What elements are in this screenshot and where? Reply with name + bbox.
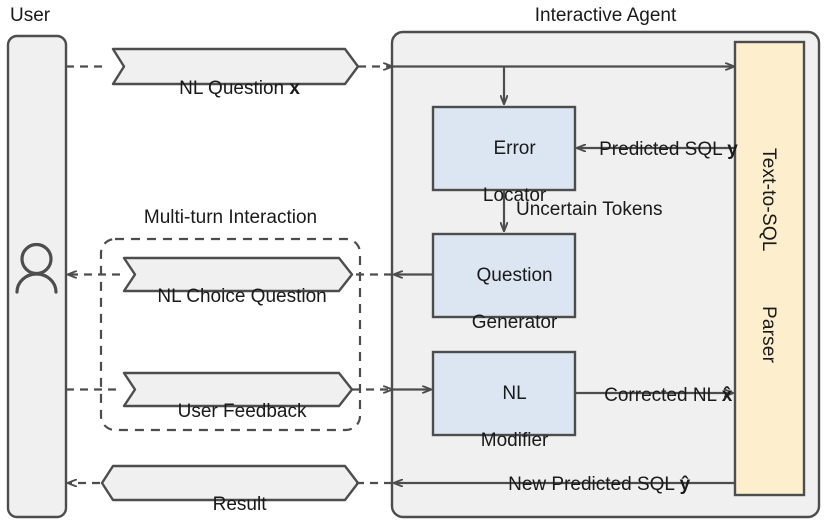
- corrected-nl-text: Corrected NL: [604, 385, 722, 407]
- multi-turn-interaction-group: [99, 237, 362, 432]
- text-to-sql-parser-box: [733, 40, 806, 497]
- predicted-sql-symbol: y: [727, 139, 738, 161]
- corrected-nl-symbol: x̂: [721, 385, 733, 407]
- predicted-sql-label: Predicted SQL y: [578, 117, 738, 184]
- nl-modifier-label: NL Modifier: [433, 359, 575, 475]
- nl-modifier-box: [431, 350, 577, 437]
- nl-question-flag: [111, 47, 360, 86]
- question-generator-line2: Generator: [471, 311, 558, 333]
- person-icon: [15, 242, 58, 294]
- text-to-sql-parser-line2: Parser: [758, 306, 779, 364]
- nl-question-symbol: x: [289, 78, 300, 99]
- nl-choice-question-text: NL Choice Question: [157, 286, 327, 307]
- user-feedback-text: User Feedback: [177, 401, 307, 422]
- nl-question-label: NL Question x: [113, 56, 345, 122]
- new-predicted-sql-label: New Predicted SQL ŷ: [487, 452, 690, 519]
- user-feedback-label: User Feedback: [124, 379, 339, 445]
- predicted-sql-text: Predicted SQL: [599, 139, 728, 161]
- result-label: Result: [113, 472, 345, 529]
- question-generator-label: Question Generator: [433, 241, 575, 357]
- question-generator-box: [431, 232, 577, 319]
- error-locator-line2: Locator: [482, 184, 547, 206]
- error-locator-label: Error Locator: [433, 114, 575, 230]
- new-predicted-sql-symbol: ŷ: [679, 474, 691, 496]
- question-generator-line1: Question: [476, 265, 553, 287]
- text-to-sql-parser-line1: Text-to-SQL: [758, 148, 779, 252]
- user-lane-label: User: [10, 5, 51, 26]
- result-text: Result: [212, 494, 267, 515]
- uncertain-tokens-label: Uncertain Tokens: [516, 199, 663, 220]
- error-locator-line1: Error: [493, 138, 536, 160]
- nl-choice-question-flag: [122, 256, 354, 293]
- new-predicted-sql-text: New Predicted SQL: [508, 474, 680, 496]
- result-flag: [100, 464, 360, 502]
- user-feedback-flag: [122, 371, 354, 408]
- user-lane-box: [6, 34, 68, 519]
- nl-question-text: NL Question: [179, 78, 290, 99]
- multi-turn-interaction-label: Multi-turn Interaction: [143, 207, 318, 228]
- nl-choice-question-label: NL Choice Question: [124, 264, 339, 330]
- nl-modifier-line1: NL: [502, 383, 527, 405]
- nl-modifier-line2: Modifier: [480, 429, 549, 451]
- agent-lane-label: Interactive Agent: [534, 5, 677, 26]
- corrected-nl-label: Corrected NL x̂: [583, 363, 732, 430]
